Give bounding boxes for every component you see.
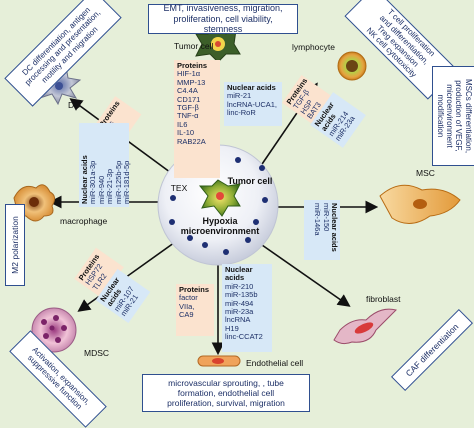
tumor-protein-9: RAB22A	[177, 136, 206, 146]
tumor-nucleic-2: lncRNA-UCA1,	[227, 99, 278, 109]
msc-outcome-line-4: modification	[435, 94, 445, 138]
mdsc-icon	[31, 307, 77, 353]
msc-nucleic-chip: Nuclear acids miR-150 miR-146a	[304, 200, 340, 260]
endothelial-protein-2: VIIa,	[179, 301, 195, 311]
mdsc-label: MDSC	[84, 348, 110, 358]
microenvironment-label: microenvironment	[180, 226, 260, 236]
tumor-cell-center-label: Tumor cell	[227, 176, 273, 186]
endothelial-cell-label: Endothelial cell	[246, 358, 304, 368]
tumor-protein-8: IL-10	[177, 128, 195, 138]
msc-label: MSC	[416, 168, 435, 178]
endothelial-cell-icon	[197, 355, 241, 367]
macrophage-nucleic-chip: Nuclear acids miR-301a-3p miR-940 miR-21…	[79, 123, 131, 207]
endothelial-nucleic-title: Nuclear acids	[225, 265, 253, 283]
tumor-protein-6: TNF-α	[177, 111, 199, 121]
endothelial-proteins-title: Proteins	[179, 285, 210, 294]
tumor-outcome-line-1: EMT, invasiveness, migration,	[163, 3, 283, 14]
tumor-nucleic-title: Nuclear acids	[227, 83, 276, 92]
endothelial-nucleic-6: H19	[225, 323, 239, 333]
endothelial-proteins-chip: Proteins factor VIIa, CA9	[176, 284, 214, 336]
lymphocyte-icon	[337, 51, 367, 81]
endothelial-outcome-box: microvascular sprouting, , tube formatio…	[142, 374, 310, 412]
msc-outcome-box: MSCs differentiation, production of VEGF…	[432, 66, 474, 166]
macrophage-outcome-box: M2 polarization	[5, 204, 25, 286]
tumor-protein-3: C4.4A	[177, 86, 198, 96]
tumor-nucleic-1: miR-21	[227, 91, 252, 101]
diagram: TEX Tumor cell Hypoxia microenvironment	[4, 0, 474, 428]
endothelial-nucleic-1: miR-210	[225, 281, 254, 291]
endothelial-nucleic-5: lncRNA	[225, 315, 251, 325]
endothelial-outcome-line-1: microvascular sprouting, , tube	[168, 377, 284, 388]
macrophage-nucleic-5: miR-181d-5p	[121, 160, 131, 204]
tumor-cell-label: Tumor cell	[174, 41, 214, 51]
endothelial-nucleic-7: linc-CCAT2	[225, 332, 263, 342]
endothelial-nucleic-3: miR-494	[225, 298, 254, 308]
endothelial-protein-3: CA9	[179, 310, 194, 320]
arrow-to-fibroblast	[261, 244, 351, 307]
msc-outcome-line-1: MSCs differentiation,	[463, 78, 473, 154]
dc-label: DC	[68, 100, 81, 110]
tex-label: TEX	[170, 183, 188, 193]
endothelial-protein-1: factor	[179, 293, 198, 303]
endothelial-outcome-line-3: proliferation, survival, migration	[167, 398, 285, 408]
tumor-protein-7: IL6	[177, 119, 188, 129]
endothelial-nucleic-2: miR-135b	[225, 290, 258, 300]
macrophage-outcome-line-1: M2 polarization	[9, 216, 20, 274]
msc-nucleic-1: miR-150	[321, 203, 331, 232]
fibroblast-label: fibroblast	[366, 294, 401, 304]
tumor-outcome-line-2: proliferation, cell viability, stemness	[173, 13, 273, 35]
msc-outcome-line-2: production of VEGF,	[454, 80, 464, 152]
msc-icon	[379, 184, 461, 224]
endothelial-nucleic-chip: Nuclear acids miR-210 miR-135b miR-494 m…	[222, 264, 272, 352]
tumor-nucleic-3: linc-RoR	[227, 108, 256, 118]
msc-nucleic-2: miR-146a	[313, 203, 323, 236]
macrophage-label: macrophage	[60, 216, 108, 226]
tumor-outcome-box: EMT, invasiveness, migration, proliferat…	[148, 3, 298, 35]
lymphocyte-label: lymphocyte	[292, 42, 335, 52]
hypoxia-label: Hypoxia	[202, 216, 238, 226]
tumor-protein-4: CD171	[177, 94, 201, 104]
endothelial-outcome-line-2: formation, endothelial cell	[177, 387, 275, 398]
msc-nucleic-title: Nuclear acids	[330, 203, 339, 252]
tumor-protein-5: TGF-β	[177, 102, 199, 112]
tumor-protein-2: MMP-13	[177, 77, 206, 87]
tumor-proteins-title: Proteins	[177, 61, 208, 70]
fibroblast-icon	[333, 308, 397, 345]
endothelial-nucleic-4: miR-23a	[225, 306, 254, 316]
tumor-proteins-chip: Proteins HIF-1α MMP-13 C4.4A CD171 TGF-β…	[174, 60, 220, 178]
tumor-protein-1: HIF-1α	[177, 69, 201, 79]
tumor-nucleic-chip: Nuclear acids miR-21 lncRNA-UCA1, linc-R…	[224, 82, 282, 126]
msc-outcome-line-3: microenvironment	[445, 84, 454, 148]
